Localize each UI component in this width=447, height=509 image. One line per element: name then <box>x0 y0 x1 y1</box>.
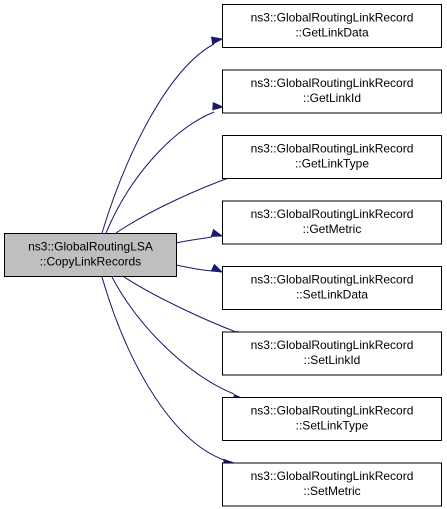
target-node-box <box>222 462 442 507</box>
target-node-line1: ns3::GlobalRoutingLinkRecord <box>251 469 414 483</box>
target-node-line2: ::SetLinkType <box>296 419 369 433</box>
target-node-box <box>222 331 442 376</box>
call-edge-line <box>101 276 225 461</box>
arrowhead-icon <box>210 228 224 237</box>
arrowhead-icon <box>210 263 224 273</box>
target-node-line1: ns3::GlobalRoutingLinkRecord <box>251 207 414 221</box>
target-node[interactable]: ns3::GlobalRoutingLinkRecord::GetMetric <box>222 200 442 245</box>
target-node-box <box>222 4 442 48</box>
call-edge-line <box>105 111 215 234</box>
call-edge <box>175 263 224 273</box>
target-node[interactable]: ns3::GlobalRoutingLinkRecord::SetLinkId <box>222 331 442 376</box>
target-node[interactable]: ns3::GlobalRoutingLinkRecord::GetLinkTyp… <box>222 135 442 179</box>
target-node-line2: ::GetLinkData <box>295 26 369 40</box>
target-node-line1: ns3::GlobalRoutingLinkRecord <box>251 76 414 90</box>
target-node-line2: ::GetLinkType <box>295 157 369 171</box>
target-node-line1: ns3::GlobalRoutingLinkRecord <box>251 273 414 287</box>
target-node-box <box>222 266 442 310</box>
source-node-line2: ::CopyLinkRecords <box>40 255 141 269</box>
target-node-line1: ns3::GlobalRoutingLinkRecord <box>251 404 414 418</box>
target-node-box <box>222 69 442 114</box>
target-node[interactable]: ns3::GlobalRoutingLinkRecord::GetLinkDat… <box>222 4 442 48</box>
target-node-line2: ::GetLinkId <box>303 91 361 105</box>
target-node-line2: ::SetMetric <box>303 484 360 498</box>
call-edge-line <box>175 236 213 244</box>
target-node-line1: ns3::GlobalRoutingLinkRecord <box>251 142 414 156</box>
call-edge <box>105 102 225 234</box>
call-edge <box>175 228 224 244</box>
target-node[interactable]: ns3::GlobalRoutingLinkRecord::SetLinkTyp… <box>222 397 442 441</box>
target-node-line1: ns3::GlobalRoutingLinkRecord <box>251 11 414 25</box>
target-node-box <box>222 397 442 441</box>
call-edge-line <box>123 276 237 333</box>
arrowhead-icon <box>212 102 225 111</box>
edges-layer <box>101 36 248 468</box>
source-node-box <box>4 233 177 277</box>
target-node-line2: ::SetLinkId <box>304 353 361 367</box>
target-node[interactable]: ns3::GlobalRoutingLinkRecord::SetMetric <box>222 462 442 507</box>
call-edge-line <box>115 175 235 234</box>
target-node-box <box>222 135 442 179</box>
call-edge <box>101 36 224 234</box>
target-node[interactable]: ns3::GlobalRoutingLinkRecord::GetLinkId <box>222 69 442 114</box>
call-edge-line <box>101 43 215 234</box>
call-edge-line <box>175 264 213 272</box>
target-node-line2: ::GetMetric <box>303 222 362 236</box>
source-node[interactable]: ns3::GlobalRoutingLSA ::CopyLinkRecords <box>4 233 177 277</box>
target-node-line1: ns3::GlobalRoutingLinkRecord <box>251 338 414 352</box>
target-node-box <box>222 200 442 245</box>
target-nodes: ns3::GlobalRoutingLinkRecord::GetLinkDat… <box>222 4 442 507</box>
call-edge <box>101 276 236 468</box>
target-node[interactable]: ns3::GlobalRoutingLinkRecord::SetLinkDat… <box>222 266 442 310</box>
source-node-line1: ns3::GlobalRoutingLSA <box>28 240 153 254</box>
call-edge-line <box>111 276 235 395</box>
arrowhead-icon <box>210 36 224 45</box>
target-node-line2: ::SetLinkData <box>296 288 368 302</box>
